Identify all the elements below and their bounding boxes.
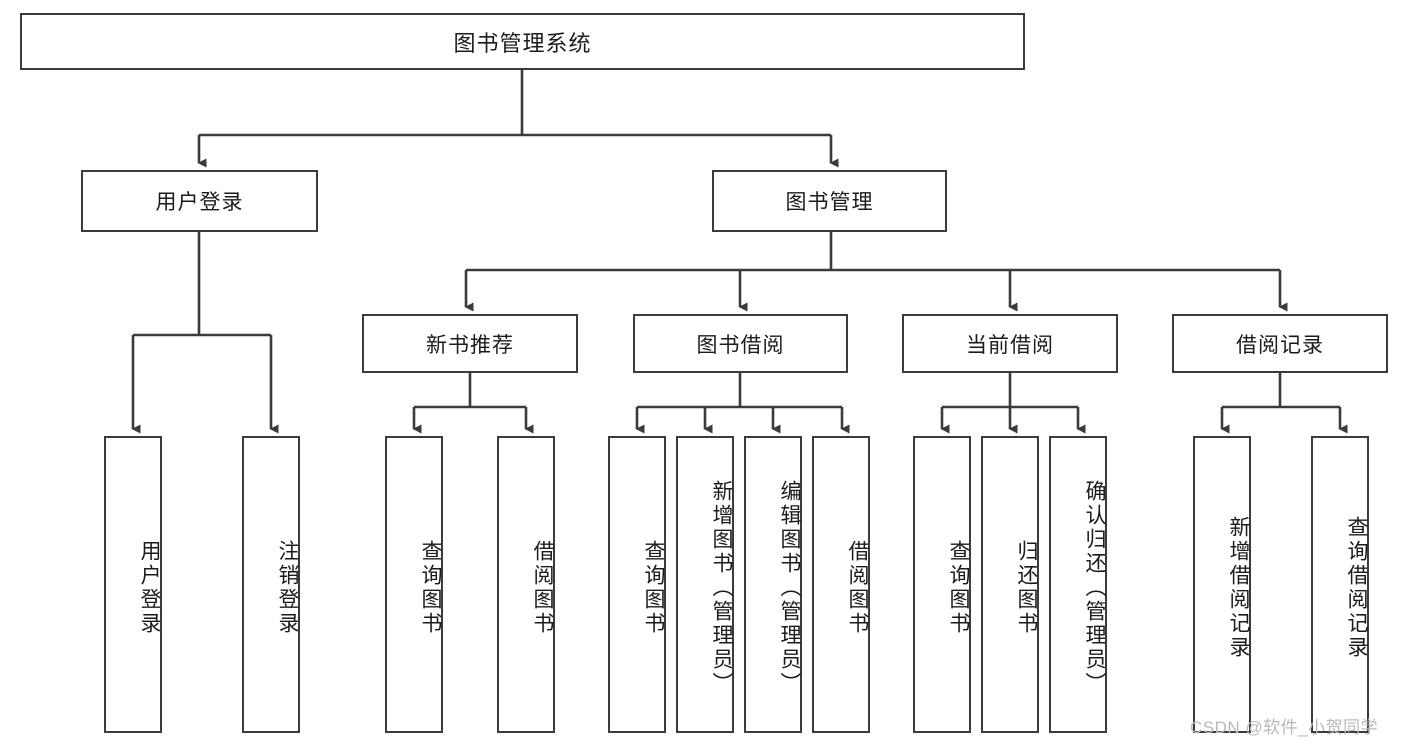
leaf-current-confirm-return-admin[interactable]: 确认归还（管理员） bbox=[1049, 436, 1107, 733]
node-root-library-system[interactable]: 图书管理系统 bbox=[20, 13, 1025, 70]
watermark-text: CSDN @软件_小贺同学 bbox=[1190, 718, 1379, 737]
leaf-user-logout[interactable]: 注销登录 bbox=[242, 436, 300, 733]
leaf-borrow-add-book-admin[interactable]: 新增图书（管理员） bbox=[676, 436, 734, 733]
leaf-record-add-borrow-record[interactable]: 新增借阅记录 bbox=[1193, 436, 1251, 733]
leaf-user-login[interactable]: 用户登录 bbox=[104, 436, 162, 733]
leaf-recommend-query-book[interactable]: 查询图书 bbox=[385, 436, 443, 733]
leaf-borrow-edit-book-admin[interactable]: 编辑图书（管理员） bbox=[744, 436, 802, 733]
node-book-management[interactable]: 图书管理 bbox=[712, 170, 947, 232]
node-book-borrow[interactable]: 图书借阅 bbox=[633, 314, 848, 373]
leaf-record-query-borrow-record[interactable]: 查询借阅记录 bbox=[1311, 436, 1369, 733]
node-borrow-record[interactable]: 借阅记录 bbox=[1172, 314, 1388, 373]
leaf-borrow-query-book[interactable]: 查询图书 bbox=[608, 436, 666, 733]
leaf-current-return-book[interactable]: 归还图书 bbox=[981, 436, 1039, 733]
leaf-current-query-book[interactable]: 查询图书 bbox=[913, 436, 971, 733]
leaf-borrow-borrow-book[interactable]: 借阅图书 bbox=[812, 436, 870, 733]
node-current-borrow[interactable]: 当前借阅 bbox=[902, 314, 1118, 373]
node-user-login[interactable]: 用户登录 bbox=[81, 170, 318, 232]
node-new-book-recommend[interactable]: 新书推荐 bbox=[362, 314, 578, 373]
leaf-recommend-borrow-book[interactable]: 借阅图书 bbox=[497, 436, 555, 733]
